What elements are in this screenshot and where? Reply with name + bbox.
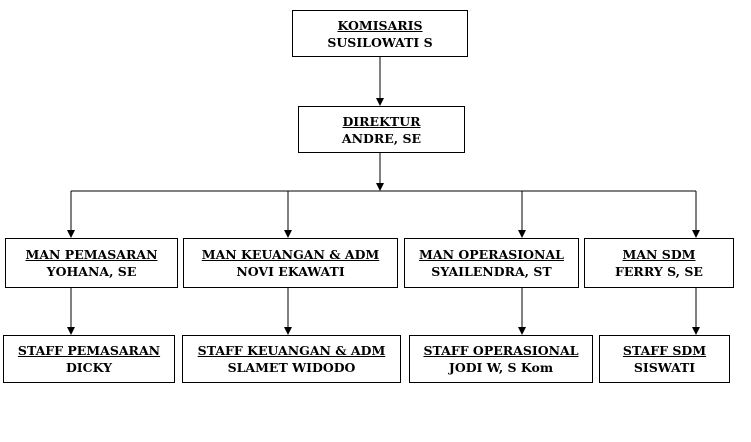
- node-role: STAFF PEMASARAN: [17, 343, 161, 358]
- node-person-name: SISWATI: [633, 360, 696, 375]
- node-staff-sdm: STAFF SDM SISWATI: [599, 335, 730, 383]
- node-role: MAN OPERASIONAL: [419, 247, 564, 262]
- node-person-name: SUSILOWATI S: [327, 34, 433, 50]
- node-komisaris: KOMISARIS SUSILOWATI S: [292, 10, 468, 57]
- node-person-name: ANDRE, SE: [341, 130, 422, 146]
- node-role: MAN SDM: [622, 247, 696, 262]
- node-man-keuangan: MAN KEUANGAN & ADM NOVI EKAWATI: [183, 238, 398, 288]
- node-role: MAN PEMASARAN: [25, 247, 158, 262]
- node-person-name: SLAMET WIDODO: [227, 360, 356, 375]
- node-role: STAFF OPERASIONAL: [423, 343, 579, 358]
- node-person-name: FERRY S, SE: [615, 264, 703, 279]
- node-person-name: SYAILENDRA, ST: [431, 264, 552, 279]
- node-direktur: DIREKTUR ANDRE, SE: [298, 106, 465, 153]
- node-role: MAN KEUANGAN & ADM: [201, 247, 380, 262]
- node-role: DIREKTUR: [342, 113, 421, 129]
- node-staff-pemasaran: STAFF PEMASARAN DICKY: [3, 335, 175, 383]
- node-man-pemasaran: MAN PEMASARAN YOHANA, SE: [5, 238, 178, 288]
- node-man-sdm: MAN SDM FERRY S, SE: [584, 238, 734, 288]
- node-role: KOMISARIS: [337, 17, 423, 33]
- node-staff-operasional: STAFF OPERASIONAL JODI W, S Kom: [409, 335, 593, 383]
- node-staff-keuangan: STAFF KEUANGAN & ADM SLAMET WIDODO: [182, 335, 401, 383]
- node-person-name: NOVI EKAWATI: [236, 264, 345, 279]
- node-man-operasional: MAN OPERASIONAL SYAILENDRA, ST: [404, 238, 579, 288]
- node-person-name: YOHANA, SE: [46, 264, 137, 279]
- node-person-name: DICKY: [65, 360, 113, 375]
- node-role: STAFF KEUANGAN & ADM: [197, 343, 386, 358]
- node-person-name: JODI W, S Kom: [448, 360, 554, 375]
- node-role: STAFF SDM: [622, 343, 707, 358]
